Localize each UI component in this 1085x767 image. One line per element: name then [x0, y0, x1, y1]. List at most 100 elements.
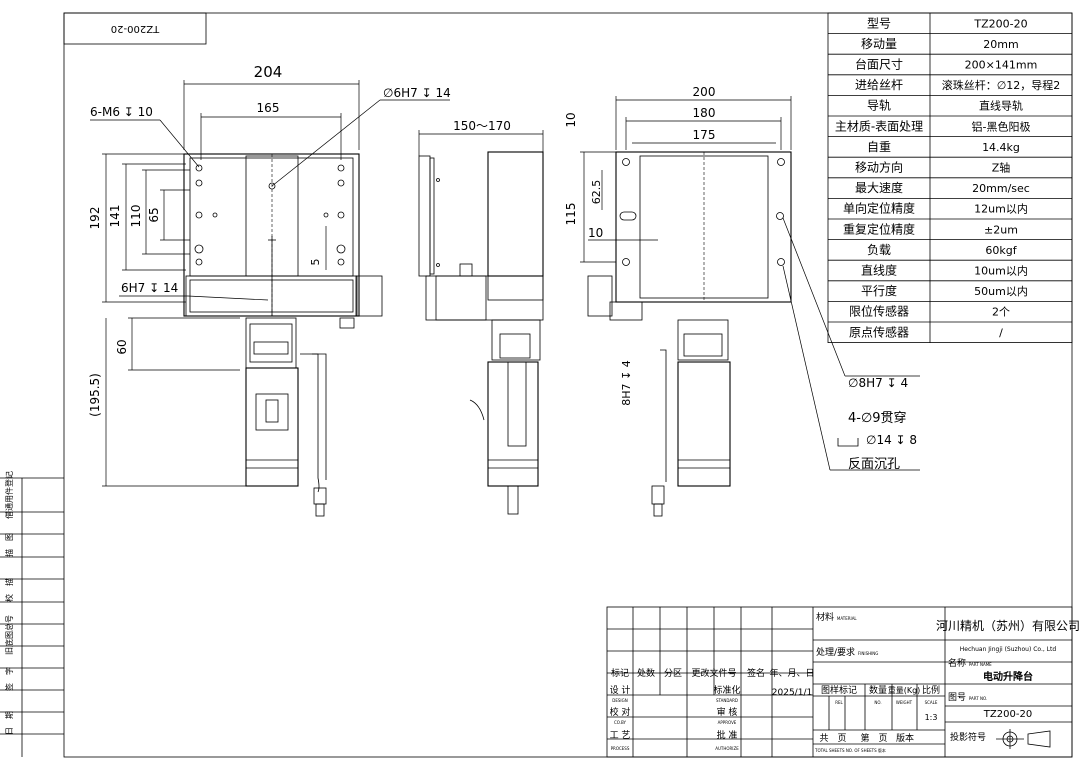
tb-company-cn: 河川精机（苏州）有限公司 — [936, 619, 1080, 633]
spec-value-14: 2个 — [992, 306, 1010, 319]
tb-authorize: 批 准 — [717, 729, 738, 741]
tb-scale: 比例 — [922, 684, 940, 696]
spec-label-0: 型号 — [867, 16, 891, 30]
spec-value-2: 200×141mm — [965, 59, 1038, 72]
tb-weight: 重量(Kg) — [888, 685, 921, 695]
strip-item-3: 旧底图总号 — [4, 615, 14, 655]
title-block: 标记 处数 分区 更改文件号 签名 年、月、日 设 计 DESIGN 标准化 S… — [606, 606, 1080, 758]
spec-label-11: 负载 — [867, 243, 891, 257]
spec-value-3: 滚珠丝杆：∅12，导程2 — [942, 78, 1061, 92]
tb-qty: 数量 — [869, 684, 887, 696]
dim-165: 165 — [257, 101, 280, 115]
dim-204: 204 — [254, 63, 283, 81]
dim-62-5: 62.5 — [590, 180, 603, 205]
tb-h-sign: 签名 — [747, 667, 765, 679]
spec-label-12: 直线度 — [861, 263, 897, 278]
tb-approve-en: APPROVE — [718, 720, 737, 725]
dim-10-top: 10 — [564, 112, 578, 127]
dim-8h7: 8H7 ↧ 4 — [620, 360, 633, 406]
dim-175: 175 — [693, 128, 716, 142]
tb-process: 工 艺 — [610, 730, 631, 741]
tb-h-count: 处数 — [637, 667, 655, 679]
tb-sheets-no: 第 页 — [860, 732, 887, 744]
outer-frame — [63, 12, 1073, 758]
dim-192: 192 — [88, 207, 102, 230]
spec-value-11: 60kgf — [985, 244, 1017, 257]
spec-value-0: TZ200-20 — [973, 17, 1027, 30]
right-view: 200 180 175 115 10 62.5 10 — [564, 85, 920, 517]
tb-version: 版本 — [896, 732, 914, 744]
dim-195-5: (195.5) — [88, 373, 102, 417]
spec-label-4: 导轨 — [867, 99, 891, 113]
spec-label-9: 单向定位精度 — [843, 201, 915, 216]
tb-projection-label: 投影符号 — [950, 731, 986, 743]
callout-4-9: 4-∅9贯穿 — [848, 410, 907, 426]
tb-sheets-en: TOTAL SHEETS NO. OF SHEETS 版本 — [814, 747, 886, 753]
dim-150-170: 150～170 — [453, 119, 511, 133]
tb-scale-en: SCALE — [925, 700, 938, 705]
front-view: 204 165 6-M6 ↧ 10 ∅6H7 ↧ 14 192 141 110 … — [88, 63, 451, 517]
corner-label: TZ200-20 — [111, 23, 160, 34]
dim-141: 141 — [108, 205, 122, 228]
tb-weight-en: WEIGHT — [896, 700, 913, 705]
strip-item-5: 日 期 — [5, 711, 14, 735]
tb-check-en: CO.BY — [614, 720, 627, 725]
spec-label-2: 台面尺寸 — [855, 57, 903, 72]
spec-value-15: / — [999, 326, 1003, 339]
spec-label-8: 最大速度 — [855, 180, 903, 195]
tb-finishing: 处理/要求 FINISHING — [816, 646, 878, 658]
tb-check: 校 对 — [610, 706, 631, 718]
spec-value-6: 14.4kg — [982, 141, 1020, 154]
corner-label-box: TZ200-20 — [63, 12, 207, 45]
tb-scale-value: 1:3 — [925, 713, 938, 722]
spec-value-7: Z轴 — [992, 161, 1011, 175]
strip-item-1: 描 图 — [4, 533, 14, 557]
dim-115: 115 — [564, 203, 578, 226]
dim-center-hole: ∅6H7 ↧ 14 — [383, 86, 451, 100]
dim-5: 5 — [309, 259, 322, 266]
tb-sheets-total: 共 页 — [819, 733, 846, 744]
dim-65: 65 — [147, 207, 161, 222]
dim-10-left: 10 — [588, 226, 603, 240]
spec-value-10: ±2um — [984, 223, 1018, 236]
spec-value-13: 50um以内 — [974, 284, 1028, 298]
callout-14: ∅14 ↧ 8 — [866, 433, 917, 447]
spec-label-15: 原点传感器 — [849, 324, 909, 339]
tb-company-en: Hechuan Jingji (Suzhou) Co., Ltd — [960, 646, 1057, 653]
tb-material: 材料 MATERIAL — [816, 611, 857, 623]
callout-8h7: ∅8H7 ↧ 4 — [848, 376, 908, 390]
tb-design-en: DESIGN — [612, 698, 627, 703]
spec-label-3: 进给丝杆 — [855, 78, 903, 92]
spec-label-13: 平行度 — [861, 283, 897, 298]
dim-110: 110 — [129, 205, 143, 228]
tb-approve: 审 核 — [717, 706, 738, 718]
callout-back: 反面沉孔 — [848, 457, 900, 472]
tb-part-no: TZ200-20 — [983, 709, 1032, 720]
spec-label-5: 主材质-表面处理 — [835, 119, 923, 133]
spec-label-10: 重复定位精度 — [843, 221, 915, 236]
dim-200: 200 — [693, 85, 716, 99]
spec-value-4: 直线导轨 — [979, 99, 1023, 113]
side-view: 150～170 8H7 ↧ 4 — [418, 119, 633, 515]
spec-value-5: 铝-黑色阳极 — [972, 119, 1031, 133]
tb-part-name: 电动升降台 — [983, 670, 1033, 683]
spec-label-14: 限位传感器 — [849, 304, 909, 319]
tb-standard-en: STANDARD — [716, 698, 738, 703]
tb-part-no-label: 图号 PART NO. — [948, 692, 987, 703]
strip-item-0: 借通用件登记 — [4, 471, 14, 519]
tb-design: 设 计 — [610, 684, 631, 696]
dim-60: 60 — [115, 339, 129, 354]
tb-qty-en: NO. — [874, 700, 881, 705]
tb-process-en: PROCESS — [611, 746, 630, 751]
spec-value-12: 10um以内 — [974, 264, 1028, 278]
dim-6-m6: 6-M6 ↧ 10 — [90, 105, 153, 119]
tb-h-zone: 分区 — [664, 668, 682, 679]
tb-h-date: 年、月、日 — [769, 667, 814, 679]
projection-symbol-icon — [996, 729, 1051, 749]
strip-item-4: 签 字 — [4, 667, 14, 691]
spec-value-1: 20mm — [983, 38, 1018, 51]
tb-h-doc: 更改文件号 — [691, 667, 736, 679]
tb-stage-mark: 图样标记 — [821, 684, 857, 696]
